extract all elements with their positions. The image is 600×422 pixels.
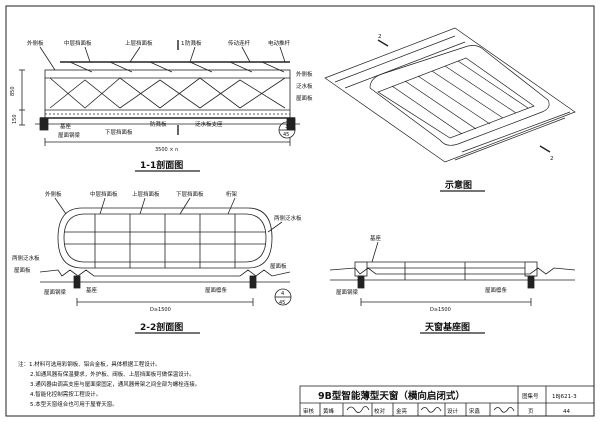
review-label: 审核: [303, 407, 315, 415]
note-1: 注：1.材料可选用彩钢板、铝合金板，具体根据工程设计。: [18, 360, 161, 368]
section-1-1-text: 外侧板 中层挡面板 上层挡面板 防溅板 传动连杆 电动推杆 外侧板 泛水板 屋面…: [10, 39, 313, 171]
atlas-number: 18J621-3: [552, 394, 577, 400]
title-block: [299, 385, 595, 417]
s22-label-roof-panel-right: 屋面板: [270, 262, 287, 270]
checker-signature: [420, 407, 442, 413]
atlas-label: 图集号: [522, 392, 539, 400]
label-lower-louver: 下层挡面板: [105, 128, 133, 136]
label-base: 基座: [60, 122, 72, 130]
design-label: 设计: [447, 407, 459, 415]
s22-detail-sheet: 45: [279, 300, 285, 306]
s22-label-upper-louver: 上层挡面板: [132, 190, 160, 198]
cut-mark-2-top: 2: [378, 34, 382, 40]
detail-sheet: 45: [283, 132, 289, 138]
dim-height-150: 150: [12, 114, 18, 124]
drawing-title: 9B型智能薄型天窗（横向启闭式）: [318, 390, 465, 402]
reviewer-signature: [346, 406, 370, 413]
designer-signature: [493, 407, 515, 413]
label-outer-side: 外侧板: [296, 70, 313, 78]
label-roof-panel: 屋面板: [296, 94, 313, 102]
page-label: 页: [528, 408, 534, 415]
note-2: 2.如通风器有保温要求，外护板、阀板、上层挡面板可做保温设计。: [30, 370, 195, 378]
s22-label-mid-louver: 中层挡面板: [90, 190, 118, 198]
note-4: 4.智能化控制需按工程设计。: [30, 390, 101, 398]
title-block-text: 9B型智能薄型天窗（横向启闭式） 图集号 18J621-3 审核 黄峰 校对 金…: [303, 390, 577, 415]
label-flashing: 泛水板: [296, 82, 313, 90]
detail-num: 3: [285, 124, 288, 130]
label-rain-board: 防溅板: [185, 39, 202, 47]
note-5: 5.本型天窗组合也可用于屋脊天窗。: [30, 400, 118, 408]
designer-name: 宋鑫: [469, 407, 481, 415]
section-2-2-text: 外侧板 中层挡面板 上层挡面板 下层挡面板 桁架 两侧泛水板 两侧泛水板 屋面板…: [12, 190, 302, 333]
base-label-roof-purlin: 屋面钢梁: [336, 288, 359, 296]
s22-label-side-cover: 外侧板: [45, 190, 62, 198]
section-2-2-title: 2-2剖面图: [140, 321, 183, 333]
s22-detail-num: 4: [281, 291, 284, 297]
section-2-2: [39, 197, 292, 306]
section-1-1-title: 1-1剖面图: [140, 159, 183, 171]
base-label-base: 基座: [370, 234, 382, 242]
cut-mark-1-top: 1: [181, 41, 185, 47]
label-roof-purlin: 屋面钢梁: [58, 131, 81, 139]
s22-label-flashing-left: 两侧泛水板: [12, 254, 40, 262]
dim-span: 3500 × n: [155, 147, 178, 153]
base-drawing-text: 基座 屋面钢梁 屋面檩条 D≥1500 天窗基座图: [336, 234, 508, 333]
s22-label-truss: 桁架: [226, 190, 238, 198]
sheet-border: [5, 5, 595, 417]
section-1-1: [19, 40, 300, 146]
overview-sketch: [324, 27, 576, 163]
s22-label-side-flashing: 两侧泛水板: [274, 214, 302, 222]
check-label: 校对: [374, 407, 386, 415]
label-rain-board-2: 防溅板: [150, 120, 167, 128]
label-drive-rod: 传动连杆: [228, 39, 251, 47]
base-label-roof-panel: 屋面檩条: [485, 286, 508, 294]
dim-height-850: 850: [10, 86, 16, 96]
base-drawing: [329, 241, 576, 306]
overview-text: 2 2 示意图: [378, 34, 554, 191]
base-drawing-title: 天窗基座图: [425, 321, 470, 333]
label-side-cover: 外侧板: [27, 39, 44, 47]
checker-name: 金亮: [396, 407, 408, 415]
label-mid-louver: 中层挡面板: [64, 39, 92, 47]
page-number: 44: [563, 409, 570, 415]
s22-label-roof-purlin-2: 屋面檩条: [205, 286, 228, 294]
s22-label-roof-panel: 屋面板: [14, 266, 31, 274]
s22-label-lower-louver: 下层挡面板: [176, 190, 204, 198]
cut-mark-2-bottom: 2: [550, 156, 554, 162]
overview-title: 示意图: [445, 179, 472, 191]
s22-label-roof-purlin: 屋面钢梁: [44, 288, 67, 296]
note-3: 3.通风器由调高支座与屋面梁固定，通风器骨架之间全部为螺栓连接。: [30, 380, 200, 388]
s22-dim-span: D≥1500: [150, 307, 171, 313]
label-upper-louver: 上层挡面板: [125, 39, 153, 47]
label-actuator: 电动推杆: [268, 39, 291, 47]
reviewer-name: 黄峰: [323, 407, 335, 415]
notes: 注：1.材料可选用彩钢板、铝合金板，具体根据工程设计。 2.如通风器有保温要求，…: [18, 360, 200, 408]
base-dim-span: D≥1500: [430, 307, 451, 313]
s22-label-base: 基座: [86, 286, 98, 294]
label-flashing-support: 泛水板支座: [195, 120, 223, 128]
